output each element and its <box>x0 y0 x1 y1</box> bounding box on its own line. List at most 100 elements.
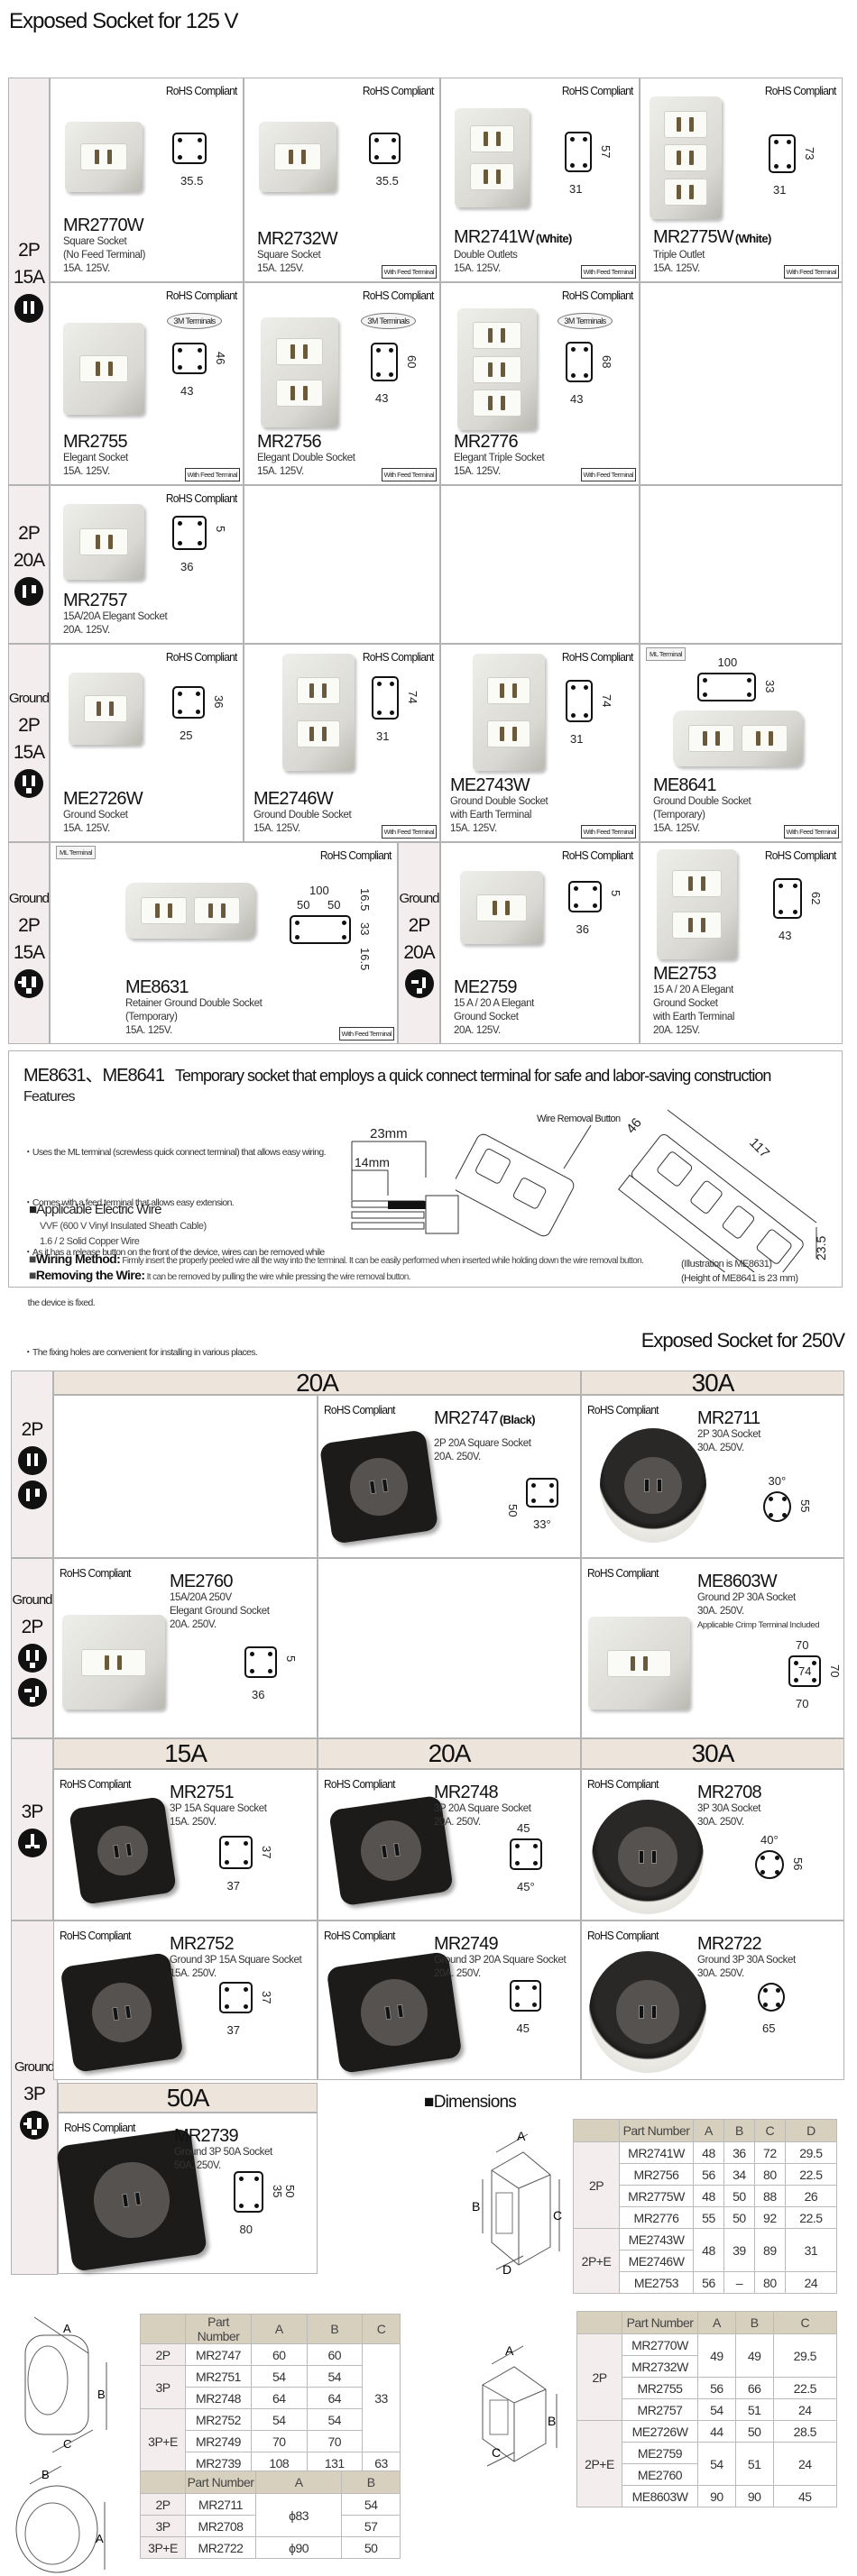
feature-item: the device is fixed. <box>23 1297 96 1308</box>
row-label-text: 2P <box>21 1419 44 1440</box>
product-model[interactable]: ME8641 <box>653 775 751 795</box>
product-model[interactable]: ME2726W <box>63 789 143 809</box>
product-model[interactable]: ME2760 <box>170 1572 270 1591</box>
product-photo <box>473 654 545 771</box>
wiring-label: Wiring Method: <box>35 1251 121 1266</box>
dimension-label: 74 <box>600 693 613 707</box>
model-number: ME8603W <box>697 1572 778 1591</box>
feature-item: ・The fixing holes are convenient for ins… <box>23 1347 258 1358</box>
product-photo <box>63 323 144 415</box>
plug-3p-icon <box>17 1829 47 1857</box>
product-model[interactable]: MR2747(Black) <box>434 1408 536 1430</box>
dimension-label: 31 <box>773 183 787 197</box>
product-photo <box>282 654 355 771</box>
rohs-compliant-label: RoHS Compliant <box>587 1777 659 1791</box>
product-model[interactable]: MR2752 <box>170 1934 301 1954</box>
mounting-hole <box>533 1844 538 1848</box>
column-header: Part Number <box>185 2471 256 2494</box>
product-model[interactable]: MR2749 <box>434 1934 566 1954</box>
mounting-hole <box>392 138 396 142</box>
part-number: MR2732W <box>622 2355 698 2378</box>
column-header: A <box>254 2471 343 2494</box>
dimension-diagram <box>172 516 207 550</box>
slot <box>109 701 115 716</box>
product-model[interactable]: ME8631 <box>125 977 262 997</box>
dimension-diagram <box>172 133 207 164</box>
mounting-hole <box>196 710 200 714</box>
dimension-diagram <box>369 133 401 164</box>
product-model[interactable]: MR2722 <box>697 1934 796 1954</box>
dimension-value: 131 <box>306 2452 364 2474</box>
product-model[interactable]: ME8603W <box>697 1572 819 1591</box>
column-header <box>573 2119 620 2142</box>
rohs-compliant-label: RoHS Compliant <box>324 1929 396 1942</box>
product-model[interactable]: MR2748 <box>434 1783 531 1802</box>
length-dimension: 117 <box>746 1135 772 1161</box>
slot <box>396 2004 404 2019</box>
pole-group: 2P+E <box>573 2228 620 2294</box>
model-number: MR2756 <box>257 432 322 452</box>
product-model[interactable]: MR2711 <box>697 1408 760 1428</box>
part-number: MR2708 <box>185 2515 256 2537</box>
product-model[interactable]: MR2751 <box>170 1783 267 1802</box>
plug-2p-15a-icon <box>14 294 43 323</box>
product-model[interactable]: MR2756 <box>257 432 355 452</box>
product-model[interactable]: MR2755 <box>63 432 128 452</box>
product-model[interactable]: MR2739 <box>174 2126 272 2146</box>
mounting-hole <box>571 373 576 378</box>
product-model[interactable]: MR2776 <box>454 432 544 452</box>
product-model[interactable]: ME2753 <box>653 964 734 984</box>
product-model[interactable]: MR2732W <box>257 229 338 249</box>
dimension-value: 50 <box>723 2206 755 2229</box>
product-model[interactable]: MR2708 <box>697 1783 762 1802</box>
dimension-label: 36 <box>576 922 589 936</box>
square-bullet-icon: ■ <box>29 1202 37 1217</box>
dimension-label: 50 <box>506 1504 520 1517</box>
product-model[interactable]: MR2775W(White) <box>653 227 771 249</box>
dimension-diagram <box>510 1838 542 1870</box>
product-model[interactable]: ME2743W <box>450 775 548 795</box>
product-model[interactable]: MR2770W <box>63 215 145 235</box>
product-model[interactable]: ME2759 <box>454 977 534 997</box>
product-model[interactable]: MR2741W(White) <box>454 227 572 249</box>
wire-line: VVF (600 V Vinyl Insulated Sheath Cable) <box>40 1221 207 1232</box>
slot <box>301 150 307 164</box>
dimension-value: 49 <box>697 2333 736 2378</box>
slot <box>134 2192 142 2206</box>
product-model[interactable]: MR2757 <box>63 591 167 610</box>
slot <box>643 1478 650 1492</box>
product-model[interactable]: ME2746W <box>253 789 351 809</box>
mounting-hole <box>769 1513 773 1517</box>
